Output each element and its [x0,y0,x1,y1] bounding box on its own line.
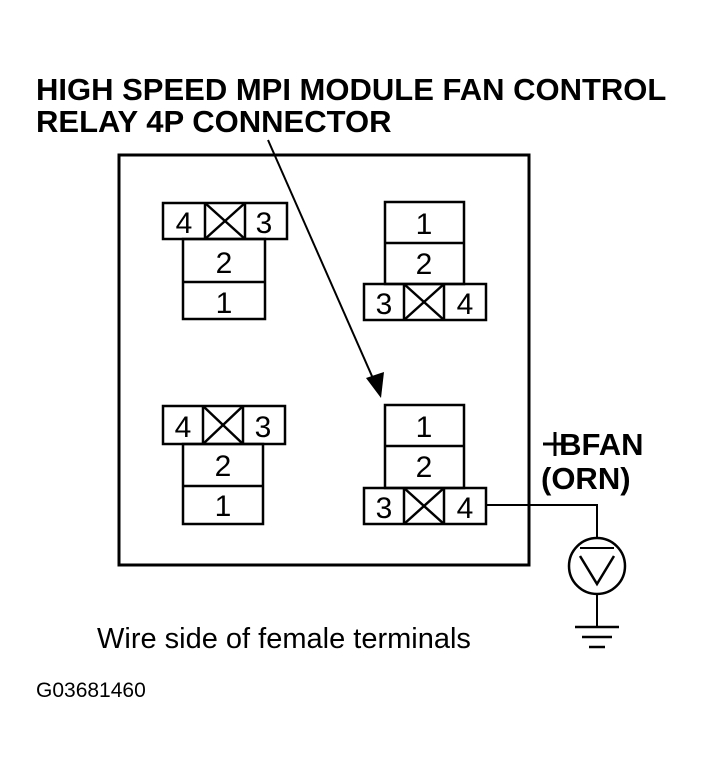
pin-4: 4 [457,492,474,525]
title-line-1: HIGH SPEED MPI MODULE FAN CONTROL [36,72,666,107]
pin-2: 2 [215,450,232,483]
connector-top-left [161,201,289,321]
pin-2: 2 [216,247,233,280]
terminal-name: +BFAN [541,427,644,462]
wire-color: (ORN) [541,461,631,496]
pin-3: 3 [376,288,393,321]
pointer-arrow-line [267,139,376,384]
ground-icon [575,625,619,649]
terminal-name-text: BFAN [559,427,643,462]
blank-terminal-x [403,283,445,321]
terminal-label: +BFAN (ORN) [541,427,644,496]
pin-1: 1 [216,287,233,320]
connector-top-right [362,200,488,322]
blank-terminal-x [403,487,445,525]
pin-2: 2 [416,451,433,484]
pin-2: 2 [416,248,433,281]
voltmeter-icon [567,536,627,626]
blank-terminal-x [204,202,246,240]
title-line-2: RELAY 4P CONNECTOR [36,104,391,139]
pin-3: 3 [255,411,272,444]
caption: Wire side of female terminals [97,623,471,655]
pin-4: 4 [457,288,474,321]
pin-1: 1 [416,208,433,241]
pin-3: 3 [256,207,273,240]
connector-frame [117,153,531,567]
pin-4: 4 [175,411,192,444]
blank-terminal-x [202,405,244,445]
pointer-arrow-head [366,372,384,398]
pin-1: 1 [215,490,232,523]
pin-1: 1 [416,411,433,444]
pin-row [362,282,488,322]
wire [486,504,598,538]
pin-4: 4 [176,207,193,240]
pin-3: 3 [376,492,393,525]
connector-bottom-left [161,404,287,526]
figure-id: G03681460 [36,679,146,702]
